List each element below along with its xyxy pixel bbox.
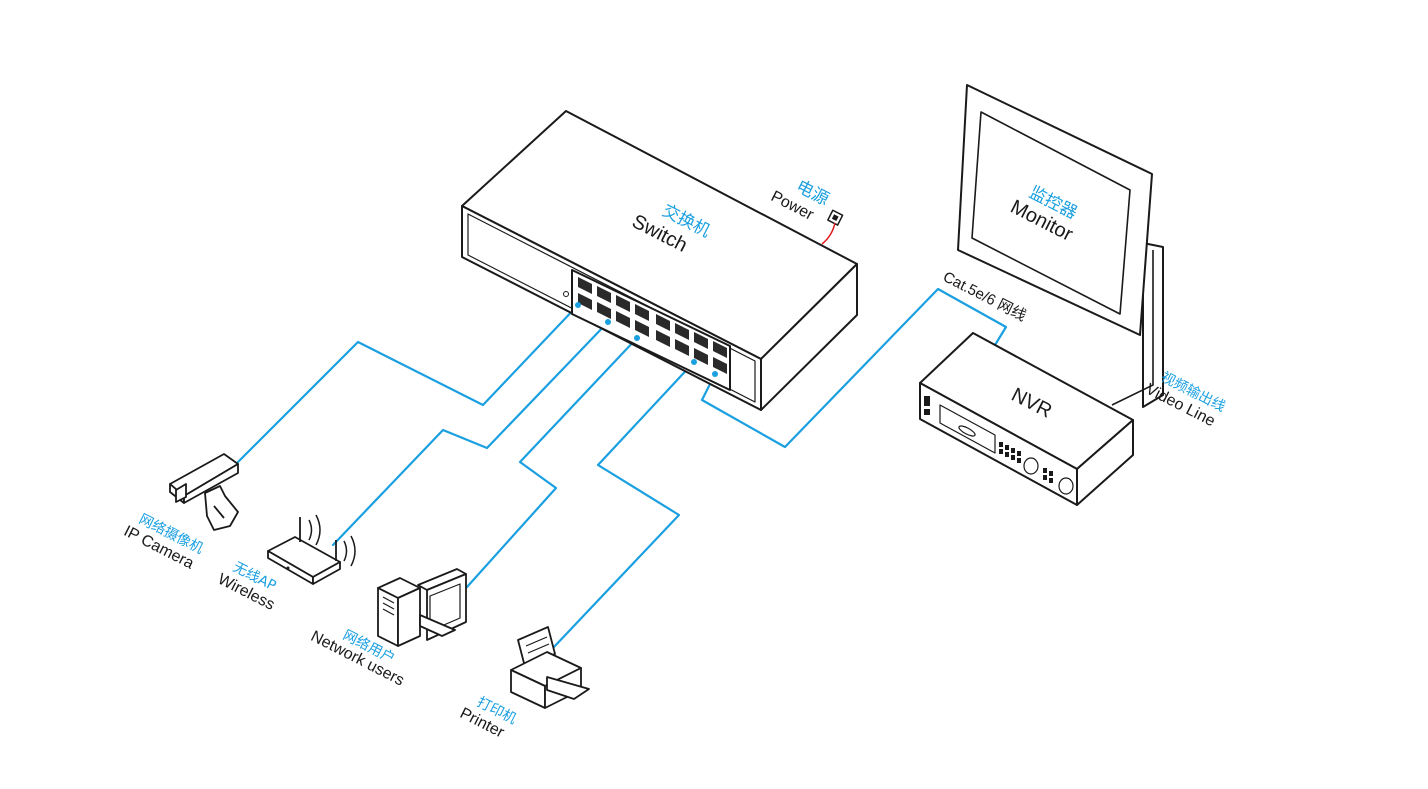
printer-label: 打印机 Printer: [457, 693, 519, 741]
ip-camera-label: 网络摄像机 IP Camera: [121, 511, 206, 572]
switch-port-panel: [571, 269, 731, 391]
cable-printer: [551, 360, 696, 650]
power-label: 电源 Power: [768, 177, 832, 224]
video-line: [1111, 250, 1154, 406]
monitor-device: [957, 84, 1164, 408]
nvr-front-panel: [924, 396, 1074, 495]
cable-nvr: [700, 287, 1008, 449]
monitor-screen: [971, 111, 1131, 315]
ip-camera-icon: [169, 453, 239, 531]
switch-led: [563, 291, 569, 297]
power-cord: [821, 222, 836, 245]
cables: [236, 287, 1008, 650]
nvr-side-face: [1076, 419, 1134, 506]
switch-device: [461, 110, 858, 411]
wireless-ap-icon: [267, 514, 356, 585]
cable-ip-camera: [236, 303, 580, 464]
cable-wireless: [331, 320, 610, 547]
printer-icon: [510, 626, 590, 709]
desktop-pc-icon: [377, 568, 467, 647]
cable-network-users: [465, 336, 639, 589]
switch-ports: [578, 277, 727, 374]
port-connectors: [575, 302, 718, 377]
switch-side-face: [760, 263, 858, 411]
nvr-device: [919, 332, 1134, 506]
wireless-label: 无线AP Wireless: [215, 559, 279, 614]
